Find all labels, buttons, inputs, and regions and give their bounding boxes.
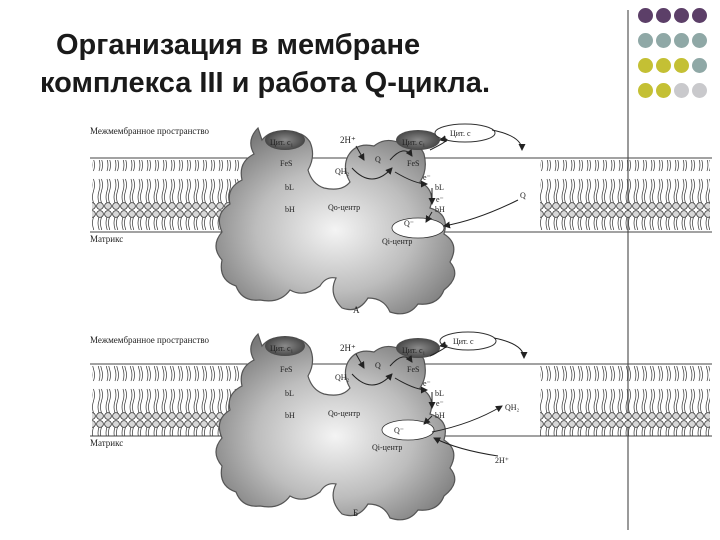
electron-flow-arrows bbox=[351, 337, 528, 457]
electron-2-label: e⁻ bbox=[436, 399, 444, 408]
decor-dot bbox=[638, 83, 653, 98]
cyt-c1-left-blob bbox=[265, 336, 305, 356]
qi-site-oval bbox=[381, 419, 435, 441]
fes-right-label: FeS bbox=[407, 365, 419, 374]
lipid-bilayer-left bbox=[92, 366, 242, 436]
qi-site-oval bbox=[391, 217, 445, 239]
intermembrane-label: Межмембранное пространство bbox=[90, 335, 210, 345]
fes-left-label: FeS bbox=[280, 159, 292, 168]
semiquinone-label: Q⁻ bbox=[404, 219, 414, 228]
bh-right-label: bH bbox=[435, 205, 445, 214]
complex-iii-body bbox=[215, 332, 456, 521]
protons-label: 2H⁺ bbox=[340, 343, 356, 353]
cyt-c1-right-label: Цит. c₁ bbox=[402, 346, 426, 355]
decor-dot bbox=[638, 33, 653, 48]
bl-right-label: bL bbox=[435, 183, 444, 192]
intermembrane-label: Межмембранное пространство bbox=[90, 126, 210, 136]
bl-left-label: bL bbox=[285, 389, 294, 398]
q-membrane-label: Q bbox=[520, 191, 526, 200]
decor-dot bbox=[674, 83, 689, 98]
bl-right-label: bL bbox=[435, 389, 444, 398]
qi-center-label: Qi-центр bbox=[372, 443, 402, 452]
q-top-label: Q bbox=[375, 155, 381, 164]
electron-flow-arrows bbox=[351, 129, 526, 229]
complex-iii-body bbox=[215, 126, 456, 315]
decor-dot bbox=[656, 83, 671, 98]
qh2-label: QH₂ bbox=[335, 373, 350, 382]
decor-dot bbox=[656, 58, 671, 73]
decor-dot bbox=[692, 83, 707, 98]
panel-letter: Б bbox=[353, 508, 358, 518]
cyt-c-label: Цит. c bbox=[453, 337, 474, 346]
electron-1-label: e⁻ bbox=[423, 379, 431, 388]
fes-left-label: FeS bbox=[280, 365, 292, 374]
electron-1-label: e⁻ bbox=[423, 173, 431, 182]
bh-left-label: bH bbox=[285, 205, 295, 214]
qo-center-label: Qo-центр bbox=[328, 409, 360, 418]
decor-dot bbox=[692, 33, 707, 48]
lipid-bilayer-right bbox=[540, 160, 710, 230]
fes-right-label: FeS bbox=[407, 159, 419, 168]
matrix-label: Матрикс bbox=[90, 234, 123, 244]
qh2-label: QH₂ bbox=[335, 167, 350, 176]
cyt-c1-right-blob bbox=[396, 130, 440, 150]
cyt-c-oval bbox=[439, 331, 497, 351]
decor-dot bbox=[674, 33, 689, 48]
cyt-c-label: Цит. c bbox=[450, 129, 471, 138]
qo-center-label: Qo-центр bbox=[328, 203, 360, 212]
slide-title: Организация в мембране комплекса III и р… bbox=[40, 26, 620, 102]
decor-dot bbox=[638, 58, 653, 73]
lipid-bilayer-right bbox=[540, 366, 710, 436]
protons-label: 2H⁺ bbox=[340, 135, 356, 145]
bh-right-label: bH bbox=[435, 411, 445, 420]
decor-dot bbox=[692, 8, 707, 23]
cyt-c1-right-label: Цит. c₁ bbox=[402, 138, 426, 147]
cyt-c1-left-blob bbox=[265, 130, 305, 150]
decor-dot bbox=[656, 8, 671, 23]
decor-dot bbox=[656, 33, 671, 48]
bh-left-label: bH bbox=[285, 411, 295, 420]
q-top-label: Q bbox=[375, 361, 381, 370]
title-line-1: Организация в мембране bbox=[56, 29, 421, 61]
panel-a: Межмембранное пространство Матрикс Цит. … bbox=[90, 123, 712, 315]
qh2-out-label: QH₂ bbox=[505, 403, 520, 412]
cyt-c-oval bbox=[434, 123, 496, 143]
protons-matrix-label: 2H⁺ bbox=[495, 456, 509, 465]
decor-dot bbox=[692, 58, 707, 73]
decor-dot bbox=[674, 58, 689, 73]
cyt-c1-right-blob bbox=[396, 338, 440, 358]
bl-left-label: bL bbox=[285, 183, 294, 192]
panel-letter: А bbox=[353, 305, 360, 315]
semiquinone-label: Q⁻ bbox=[394, 426, 404, 435]
matrix-label: Матрикс bbox=[90, 438, 123, 448]
divider-line bbox=[627, 10, 629, 530]
panel-b: Межмембранное пространство Матрикс Цит. … bbox=[90, 331, 712, 521]
qi-center-label: Qi-центр bbox=[382, 237, 412, 246]
electron-2-label: e⁻ bbox=[436, 195, 444, 204]
cyt-c1-left-label: Цит. c₁ bbox=[270, 344, 294, 353]
cyt-c1-left-label: Цит. c₁ bbox=[270, 138, 294, 147]
decor-dot bbox=[638, 8, 653, 23]
decor-dot bbox=[674, 8, 689, 23]
title-line-2: комплекса III и работа Q-цикла. bbox=[40, 67, 490, 99]
lipid-bilayer-left bbox=[92, 160, 242, 230]
